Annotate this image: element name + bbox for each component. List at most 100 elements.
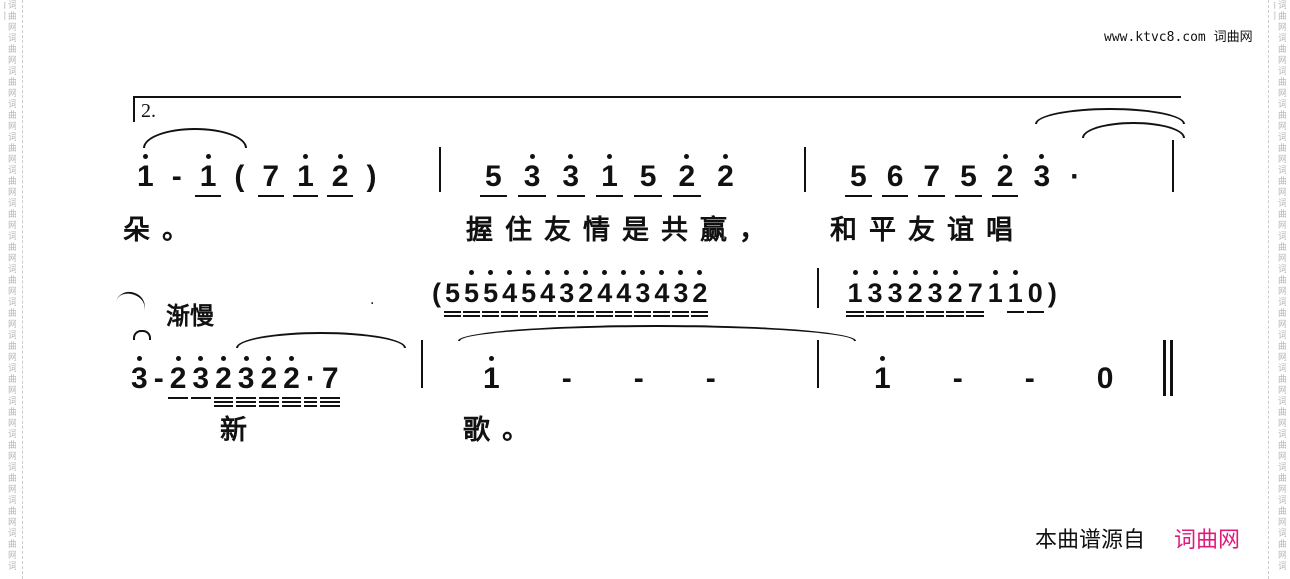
underline <box>966 315 984 317</box>
underline <box>991 195 1019 197</box>
underline <box>1006 311 1025 313</box>
parenthesis: ( <box>432 278 441 308</box>
underline <box>653 315 671 317</box>
lyric: 握住友情是共赢， <box>466 215 778 246</box>
note: 4 <box>538 270 557 317</box>
dash: - <box>561 362 572 395</box>
octave-dot <box>1039 154 1045 159</box>
octave-dot <box>488 270 494 275</box>
note: 5 <box>629 160 668 200</box>
underline <box>213 401 234 403</box>
note: 3 <box>513 154 552 200</box>
note: 6 <box>877 160 914 200</box>
underline <box>886 311 904 313</box>
octave-dot <box>568 154 574 159</box>
note: 2 <box>987 154 1024 200</box>
underline <box>320 397 340 399</box>
octave-dot <box>892 270 898 275</box>
note: 7 <box>253 160 288 200</box>
note: 2 <box>905 270 925 317</box>
underline <box>1026 311 1045 313</box>
note: 2 <box>257 356 280 407</box>
barline <box>439 147 441 192</box>
note: 2 <box>167 356 190 402</box>
underline <box>691 311 709 313</box>
barline <box>817 340 819 388</box>
octave-dot <box>697 270 703 275</box>
underline <box>258 401 279 403</box>
note: 4 <box>500 270 519 317</box>
note: 2 <box>323 154 358 200</box>
underline <box>444 315 462 317</box>
margin-line <box>22 0 23 579</box>
volta-label: 2. <box>141 100 156 122</box>
octave-dot <box>1002 154 1008 159</box>
note: 2 <box>945 270 965 317</box>
source-name: 词曲网 <box>1174 528 1241 553</box>
octave-dot <box>469 270 475 275</box>
underline <box>577 311 595 313</box>
underline <box>595 195 624 197</box>
underline <box>596 315 614 317</box>
underline <box>213 397 234 399</box>
octave-dot <box>205 154 211 159</box>
dash: - <box>705 362 716 395</box>
underline <box>292 195 319 197</box>
final-barline <box>1163 340 1166 396</box>
note: 3 <box>633 270 652 317</box>
underline <box>866 311 884 313</box>
octave-dot <box>659 270 665 275</box>
octave-dot <box>529 154 535 159</box>
note: 2 <box>706 154 745 200</box>
underline <box>955 195 982 197</box>
note: 5 <box>481 270 500 317</box>
watermark-left: 词曲网词曲网词曲网词曲网词曲网词曲网词曲网词曲网词曲网词曲网词曲网词曲网词曲网词… <box>4 0 16 572</box>
note: 1 <box>452 356 531 402</box>
note: 3 <box>551 154 590 200</box>
underline <box>168 397 188 399</box>
underline <box>881 195 909 197</box>
octave-dot <box>243 356 249 361</box>
octave-dot <box>564 270 570 275</box>
underline <box>926 315 944 317</box>
octave-dot <box>879 356 885 361</box>
underline <box>615 311 633 313</box>
note: 4 <box>614 270 633 317</box>
note: 1 <box>845 270 865 317</box>
underline <box>886 315 904 317</box>
underline <box>556 195 585 197</box>
underline <box>906 311 924 313</box>
underline <box>634 195 662 197</box>
underline <box>281 405 302 407</box>
underline <box>236 405 256 407</box>
underline <box>281 401 302 403</box>
note: 5 <box>443 276 462 317</box>
dash: - <box>1024 362 1035 395</box>
octave-dot <box>337 154 343 159</box>
underline <box>463 315 481 317</box>
octave-dot <box>583 270 589 275</box>
note: 5 <box>462 270 481 317</box>
underline <box>258 397 279 399</box>
octave-dot <box>488 356 494 361</box>
note: 1 <box>128 154 163 200</box>
underline <box>634 315 652 317</box>
underline <box>672 311 690 313</box>
site-header: www.ktvc8.com 词曲网 <box>1104 26 1253 45</box>
volta-line <box>133 96 1181 98</box>
octave-dot <box>952 270 958 275</box>
watermark-right: 词曲网词曲网词曲网词曲网词曲网词曲网词曲网词曲网词曲网词曲网词曲网词曲网词曲网词… <box>1274 0 1286 572</box>
underline <box>518 195 546 197</box>
underline <box>236 397 256 399</box>
underline <box>691 315 709 317</box>
note: 3 <box>128 356 151 402</box>
underline <box>846 315 864 317</box>
underline <box>520 315 538 317</box>
note: 2 <box>667 154 706 200</box>
underline <box>327 195 353 197</box>
underline <box>195 195 221 197</box>
